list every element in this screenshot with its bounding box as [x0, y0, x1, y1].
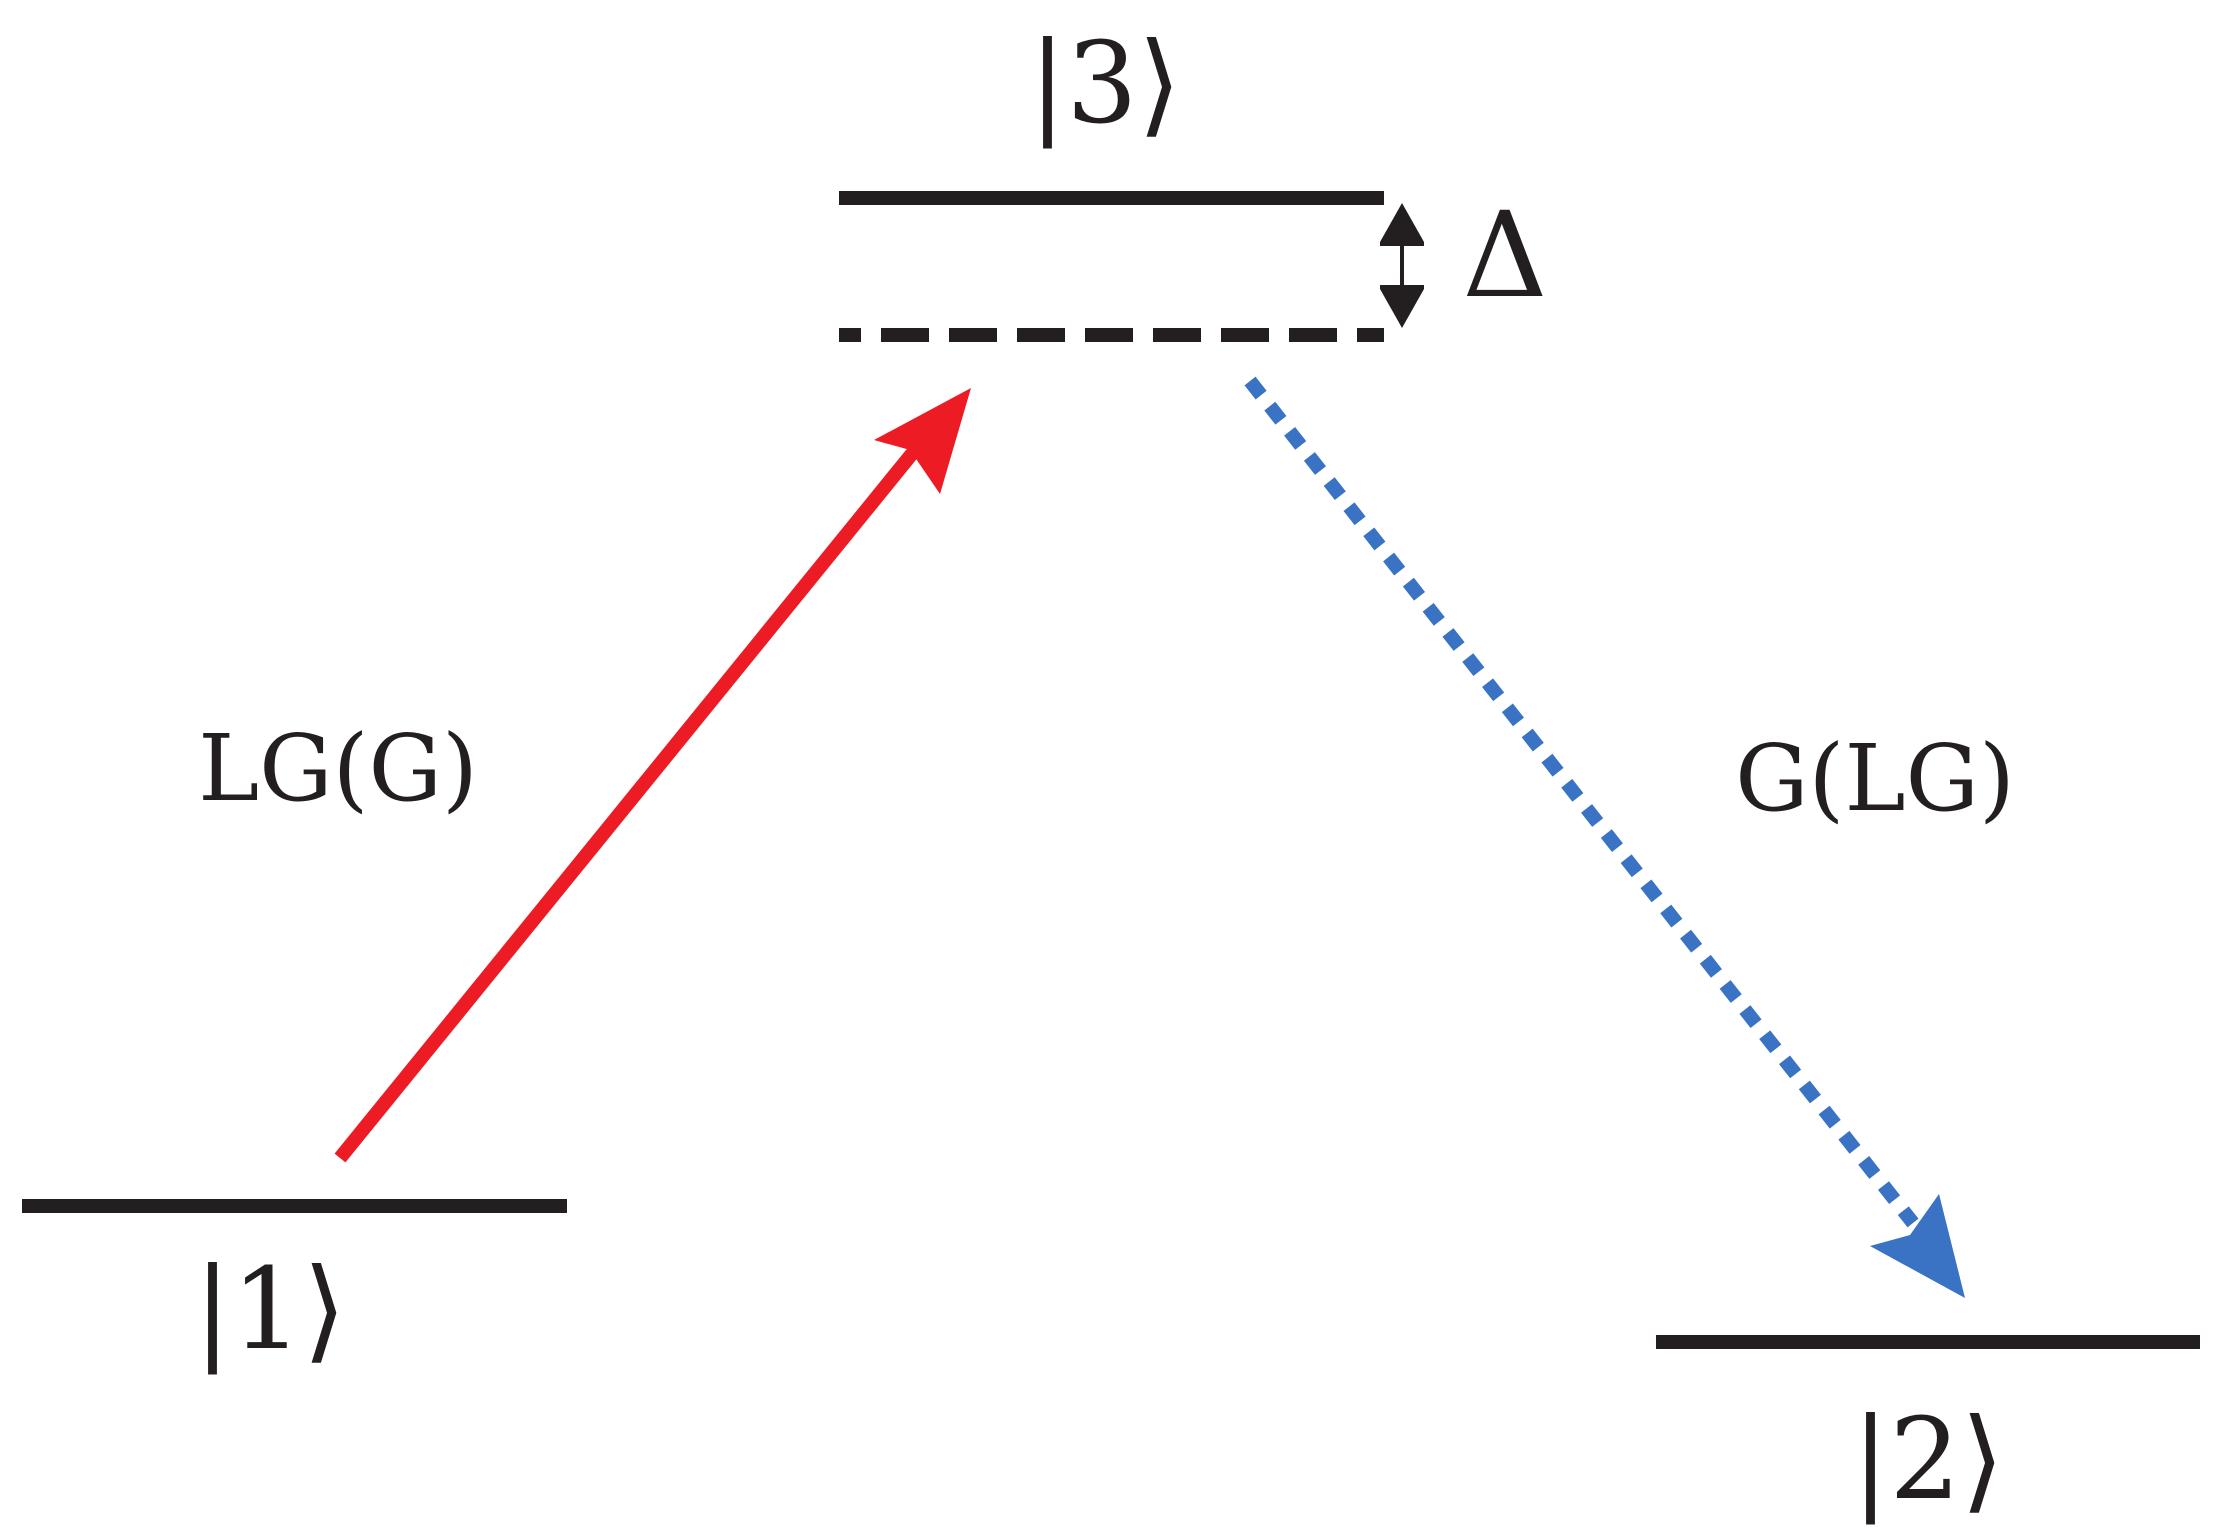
level-1-label: |1⟩: [194, 1245, 347, 1375]
level-2-label: |2⟩: [1852, 1395, 2005, 1525]
pump-arrow: [334, 388, 971, 1163]
stokes-beam-label: G(LG): [1735, 725, 2015, 832]
level-3-label: |3⟩: [1029, 19, 1182, 149]
double-headed-arrow-icon: [1380, 203, 1424, 328]
detuning-label: Δ: [1462, 186, 1547, 324]
stokes-arrow: [1244, 376, 1965, 1298]
pump-beam-label: LG(G): [198, 715, 478, 822]
